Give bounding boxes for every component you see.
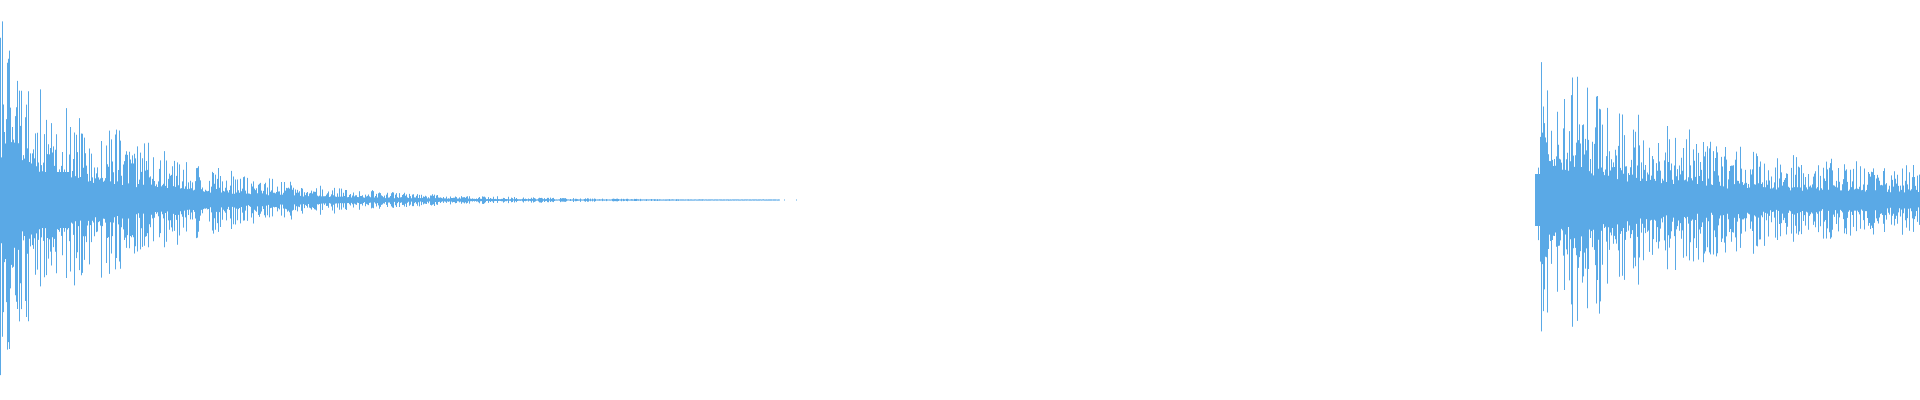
waveform-core bbox=[0, 172, 70, 228]
waveform-sample bbox=[796, 199, 797, 201]
waveform-core bbox=[1535, 174, 1585, 226]
waveform-core bbox=[70, 184, 120, 216]
waveform-bars bbox=[0, 21, 1920, 376]
waveform-core bbox=[1585, 188, 1720, 212]
waveform-core bbox=[1720, 193, 1920, 207]
waveform-sample bbox=[784, 199, 785, 201]
